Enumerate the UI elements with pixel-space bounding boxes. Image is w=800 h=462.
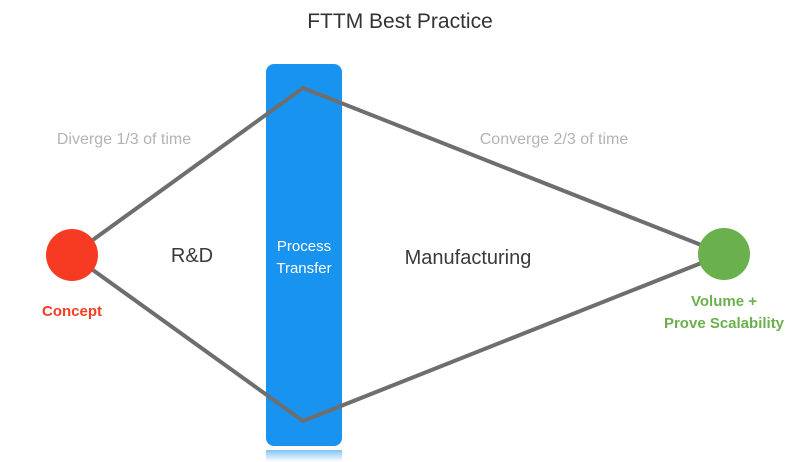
- diagram-title: FTTM Best Practice: [307, 10, 493, 33]
- volume-node: [698, 228, 750, 280]
- lower-flow-edge: [70, 252, 726, 423]
- concept-node: [46, 229, 98, 281]
- concept-label: Concept: [42, 303, 102, 320]
- process-transfer-label-line2: Transfer: [276, 260, 331, 277]
- volume-label-line1: Volume +: [691, 293, 757, 310]
- process-transfer-bar: [266, 64, 342, 446]
- process-transfer-bar-reflection: [266, 450, 342, 462]
- upper-flow-edge: [70, 86, 726, 257]
- process-transfer-label-line1: Process: [277, 238, 331, 255]
- converge-caption: Converge 2/3 of time: [480, 131, 629, 148]
- rd-region-label: R&D: [171, 245, 213, 267]
- diverge-caption: Diverge 1/3 of time: [57, 131, 191, 148]
- volume-label-line2: Prove Scalability: [664, 315, 785, 332]
- manufacturing-region-label: Manufacturing: [405, 247, 532, 269]
